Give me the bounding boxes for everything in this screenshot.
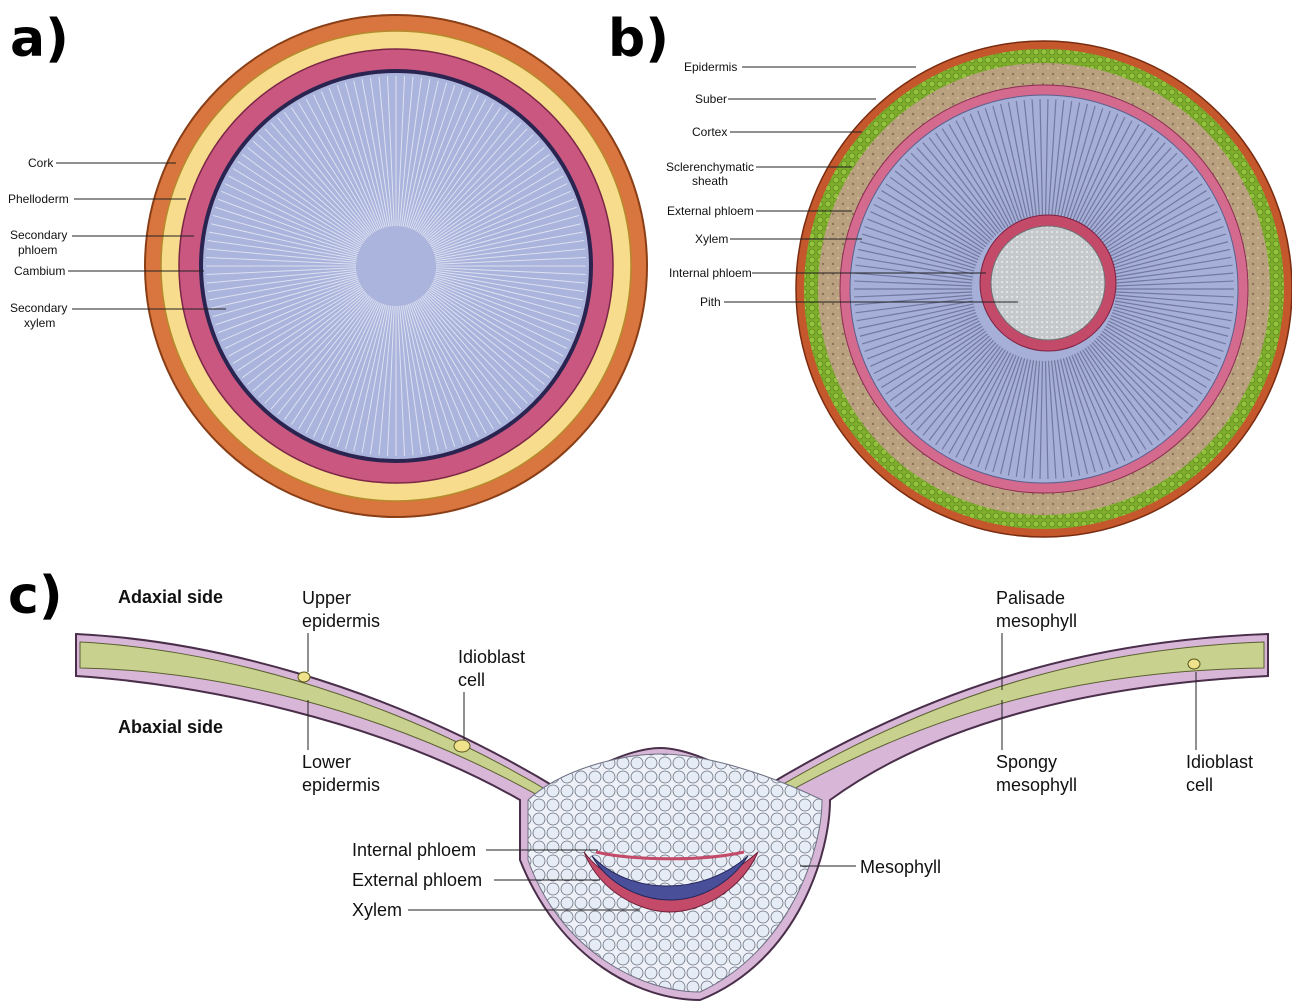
label-upper-epidermis-2: epidermis bbox=[302, 611, 380, 631]
label-spongy-1: Spongy bbox=[996, 752, 1057, 772]
label-epidermis: Epidermis bbox=[684, 60, 737, 74]
label-upper-epidermis-1: Upper bbox=[302, 588, 351, 608]
panel-a-letter: a) bbox=[10, 9, 69, 69]
label-pith: Pith bbox=[700, 295, 721, 309]
leaf-cross-section bbox=[76, 634, 1268, 1000]
label-secondary-xylem-2: xylem bbox=[24, 316, 55, 330]
label-cortex: Cortex bbox=[692, 125, 727, 139]
label-secondary-phloem-1: Secondary bbox=[10, 228, 67, 242]
label-idioblast-right-2: cell bbox=[1186, 775, 1213, 795]
stem-b-cross-section bbox=[796, 41, 1292, 537]
label-sclerenchymatic-2: sheath bbox=[692, 174, 728, 188]
label-suber: Suber bbox=[695, 92, 727, 106]
label-lower-epidermis-2: epidermis bbox=[302, 775, 380, 795]
panel-b-letter: b) bbox=[608, 9, 669, 69]
label-xylem-c: Xylem bbox=[352, 900, 402, 920]
label-internal-phloem-b: Internal phloem bbox=[669, 266, 752, 280]
label-idioblast-left-2: cell bbox=[458, 670, 485, 690]
midrib-mesophyll bbox=[528, 754, 822, 992]
idioblast-cell-right bbox=[1188, 659, 1200, 669]
label-phelloderm: Phelloderm bbox=[8, 192, 69, 206]
label-lower-epidermis-1: Lower bbox=[302, 752, 351, 772]
label-secondary-xylem-1: Secondary bbox=[10, 301, 67, 315]
panel-c-letter: c) bbox=[8, 566, 63, 626]
label-cork: Cork bbox=[28, 156, 54, 170]
label-external-phloem-c: External phloem bbox=[352, 870, 482, 890]
idioblast-cell-mid bbox=[454, 740, 470, 752]
label-abaxial: Abaxial side bbox=[118, 717, 223, 737]
label-sclerenchymatic-1: Sclerenchymatic bbox=[666, 160, 754, 174]
label-idioblast-right-1: Idioblast bbox=[1186, 752, 1253, 772]
label-idioblast-left-1: Idioblast bbox=[458, 647, 525, 667]
stem-a-cross-section bbox=[145, 15, 647, 517]
idioblast-cell-left bbox=[298, 672, 310, 682]
label-external-phloem: External phloem bbox=[667, 204, 754, 218]
label-secondary-phloem-2: phloem bbox=[18, 243, 57, 257]
label-spongy-2: mesophyll bbox=[996, 775, 1077, 795]
label-adaxial: Adaxial side bbox=[118, 587, 223, 607]
label-internal-phloem-c: Internal phloem bbox=[352, 840, 476, 860]
pith-core bbox=[991, 226, 1105, 340]
label-mesophyll: Mesophyll bbox=[860, 857, 941, 877]
label-xylem-b: Xylem bbox=[695, 232, 728, 246]
label-palisade-1: Palisade bbox=[996, 588, 1065, 608]
label-palisade-2: mesophyll bbox=[996, 611, 1077, 631]
label-cambium: Cambium bbox=[14, 264, 65, 278]
